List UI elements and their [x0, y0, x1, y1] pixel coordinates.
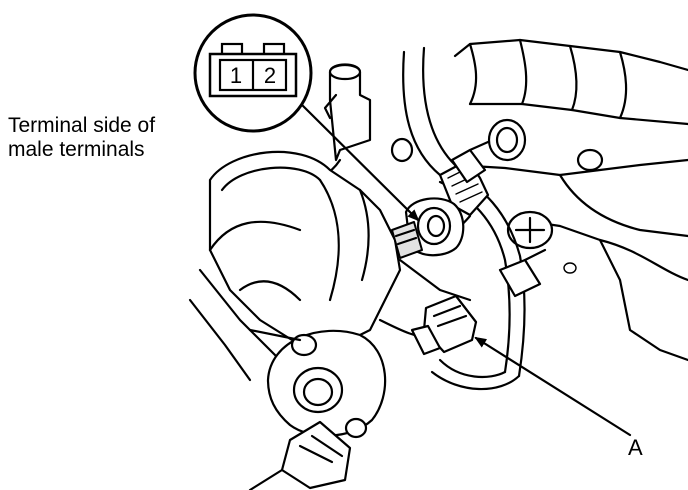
leader-a: [474, 336, 632, 437]
engine-block: [390, 38, 688, 362]
callout-circle: 1 2: [193, 13, 420, 222]
pin-1-label: 1: [230, 63, 242, 88]
connector-a: [410, 294, 478, 356]
flange: [248, 328, 387, 439]
part-label-a: A: [628, 435, 643, 460]
terminal-side-line-2: male terminals: [8, 138, 145, 161]
terminal-side-line-1: Terminal side of: [8, 114, 156, 137]
lower-connector: [248, 420, 352, 490]
pipe-fitting: [298, 63, 372, 184]
wire-harness: [378, 140, 547, 391]
knock-sensor: [391, 197, 465, 259]
terminal-side-label: Terminal side of male terminals: [8, 114, 155, 162]
pin-connector-icon: 1 2: [208, 42, 298, 98]
pin-2-label: 2: [264, 63, 276, 88]
